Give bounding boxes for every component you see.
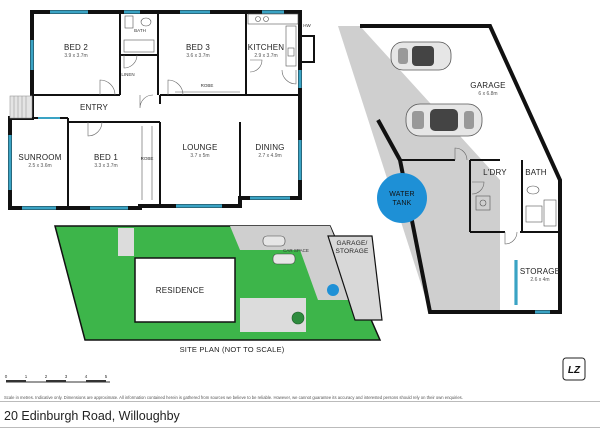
agency-logo: LZ: [562, 357, 586, 381]
logo-text: LZ: [568, 365, 581, 376]
divider-bottom: [0, 427, 600, 428]
kitchen-label: KITCHEN: [248, 43, 285, 52]
house-windows: [8, 10, 302, 210]
house-floor-plan: BED 2 3.9 x 3.7m BATH BED 3 3.6 x 3.7m K…: [8, 10, 315, 210]
scale-bar: 0 1 2 3 4 5: [5, 374, 110, 383]
entry-steps: [9, 95, 33, 119]
water-tank-label-line2: TANK: [393, 200, 412, 207]
laundry-label: L'DRY: [483, 168, 507, 177]
sunroom-label: SUNROOM: [18, 153, 61, 162]
water-tank-label-line1: WATER: [389, 191, 415, 198]
hw-label: HW: [303, 23, 311, 28]
sunroom-dims: 2.5 x 3.6m: [28, 163, 51, 169]
site-car-2-icon: [272, 253, 296, 265]
garage-doors: [454, 147, 518, 245]
scale-tick-0: 0: [5, 374, 8, 379]
bed3-dims: 3.6 x 3.7m: [186, 53, 209, 59]
disclaimer-text: Scale in metres. Indicative only. Dimens…: [4, 395, 463, 400]
linen-label: LINEN: [121, 72, 134, 77]
bed2-dims: 3.9 x 3.7m: [64, 53, 87, 59]
interior-walls: [32, 12, 300, 208]
bath-label: BATH: [134, 28, 146, 33]
lounge-label: LOUNGE: [183, 143, 218, 152]
site-residence-label: RESIDENCE: [156, 286, 204, 295]
car-space-label: CAR SPACE: [283, 248, 309, 253]
tree-icon: [291, 311, 305, 325]
bed1-dims: 3.3 x 3.7m: [94, 163, 117, 169]
dining-dims: 2.7 x 4.9m: [258, 153, 281, 159]
site-plan: RESIDENCE GARAGE/ STORAGE CAR SPACE SITE…: [54, 225, 383, 354]
storage-label: STORAGE: [520, 267, 560, 276]
driveway: [338, 26, 500, 312]
site-garage-label-line1: GARAGE/: [336, 240, 367, 247]
lounge-dims: 3.7 x 5m: [190, 153, 209, 159]
robe-upper-label: ROBE: [201, 83, 214, 88]
site-car-1-icon: [262, 235, 286, 247]
garage-interior-walls: [400, 159, 560, 233]
scale-tick-2: 2: [45, 374, 48, 379]
garage-bath-label: BATH: [525, 168, 547, 177]
site-garage-label-line2: STORAGE: [335, 248, 369, 255]
site-water-tank-icon: [327, 284, 339, 296]
car-top-icon: [390, 41, 452, 71]
divider-top: [0, 401, 600, 402]
dining-label: DINING: [255, 143, 284, 152]
garage-floor-plan: WATER TANK GARAGE 6 x 6.8m L'DRY BATH ST…: [338, 24, 562, 314]
bed3-label: BED 3: [186, 43, 210, 52]
site-garage: [327, 235, 383, 321]
storage-dims: 2.6 x 4m: [530, 277, 549, 283]
garage-label: GARAGE: [470, 81, 505, 90]
water-tank-icon: [377, 173, 427, 223]
site-residence: [134, 257, 236, 323]
fixtures: [123, 13, 299, 200]
site-driveway: [230, 226, 360, 300]
garage-dims: 6 x 6.8m: [478, 91, 497, 97]
kitchen-dims: 2.9 x 3.7m: [254, 53, 277, 59]
house-outer-wall: [8, 10, 302, 210]
garage-fixtures: [475, 185, 557, 227]
car-bottom-icon: [405, 103, 483, 137]
scale-tick-5: 5: [105, 374, 108, 379]
property-address: 20 Edinburgh Road, Willoughby: [4, 409, 180, 423]
entry-label: ENTRY: [80, 103, 108, 112]
bed2-label: BED 2: [64, 43, 88, 52]
site-plan-title: SITE PLAN (NOT TO SCALE): [180, 345, 285, 354]
door-swings: [87, 54, 297, 137]
scale-tick-3: 3: [65, 374, 68, 379]
bed1-label: BED 1: [94, 153, 118, 162]
scale-tick-4: 4: [85, 374, 88, 379]
hw-cupboard: [299, 35, 315, 63]
scale-tick-1: 1: [25, 374, 28, 379]
site-path: [118, 228, 134, 256]
robe-lower-label: ROBE: [141, 156, 154, 161]
